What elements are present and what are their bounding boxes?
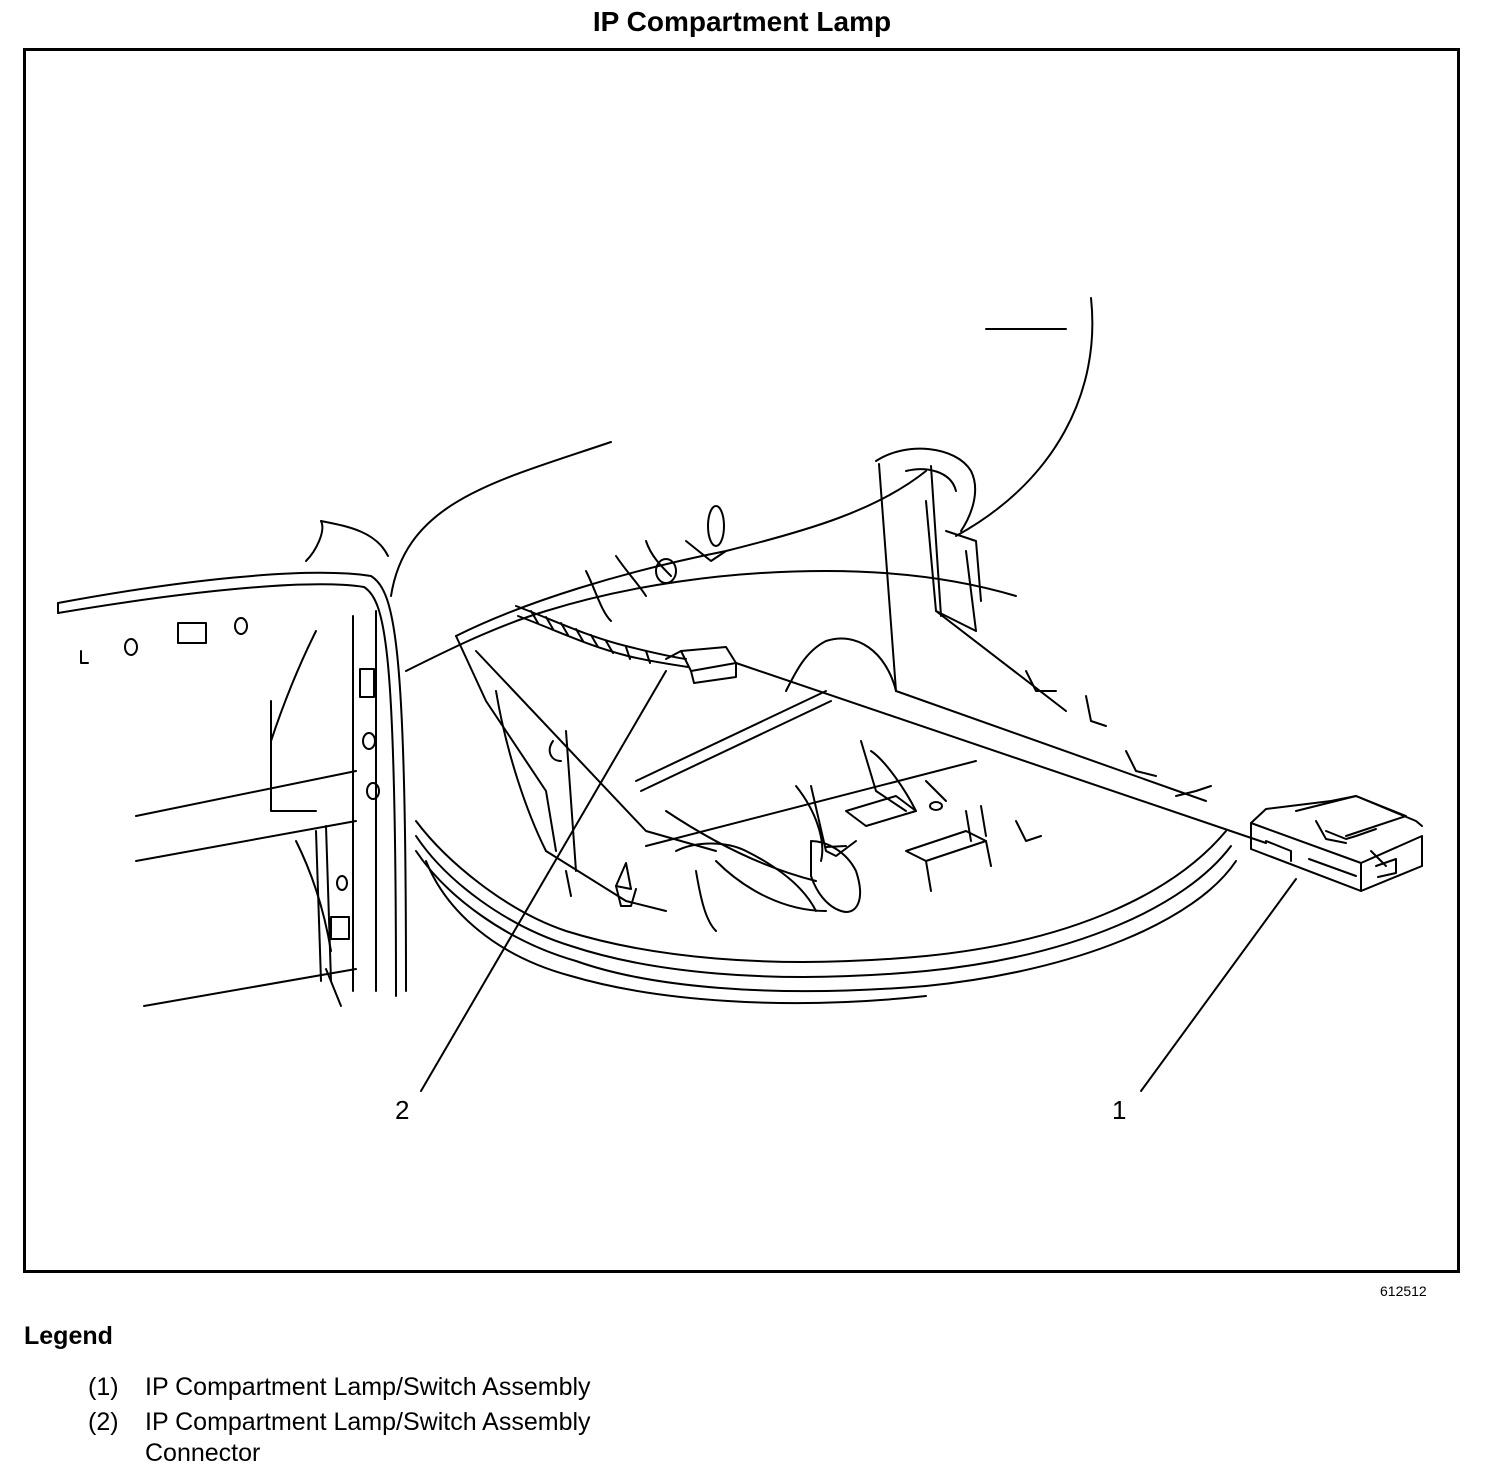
callout-label-2: 2: [395, 1095, 410, 1125]
legend-item-number: (2): [88, 1408, 119, 1436]
legend-item-text: IP Compartment Lamp/Switch Assembly: [145, 1373, 591, 1401]
legend-item-text: IP Compartment Lamp/Switch Assembly Conn…: [145, 1408, 591, 1467]
illustration-frame: [23, 48, 1460, 1273]
callout-label-1: 1: [1112, 1095, 1127, 1125]
figure-id: 612512: [1380, 1283, 1427, 1299]
glovebox-line-drawing: [57, 297, 1423, 1092]
legend-item-number: (1): [88, 1373, 119, 1401]
legend-item: (1) IP Compartment Lamp/Switch Assembly: [88, 1372, 685, 1403]
legend-heading: Legend: [24, 1322, 113, 1350]
diagram-title: IP Compartment Lamp: [592, 6, 892, 37]
legend-item: (2) IP Compartment Lamp/Switch Assembly C…: [88, 1407, 665, 1469]
